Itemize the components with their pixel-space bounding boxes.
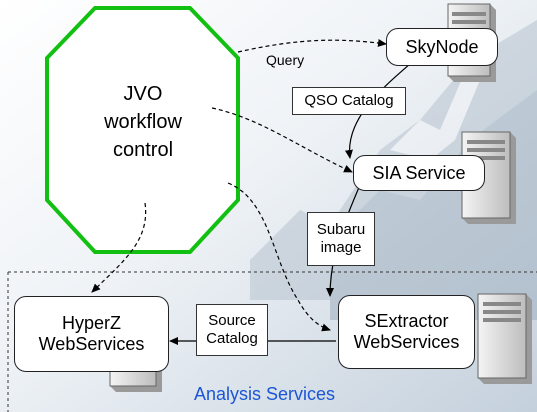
qso-catalog-label: QSO Catalog — [292, 87, 406, 115]
sia-service-node: SIA Service — [353, 155, 485, 191]
query-label: Query — [266, 52, 305, 68]
sextractor-server-icon — [477, 293, 532, 384]
hyperz-webservices-node: HyperZ WebServices — [14, 296, 169, 372]
edge-jvo-to-sia — [211, 107, 353, 173]
sextractor-webservices-node: SExtractor WebServices — [338, 295, 475, 369]
subaru-image-label: Subaru image — [307, 212, 375, 266]
skynode-node: SkyNode — [386, 28, 498, 66]
skynode-label: SkyNode — [405, 36, 479, 57]
sia-service-label: SIA Service — [372, 162, 466, 183]
source-catalog-label: Source Catalog — [196, 304, 268, 356]
edge-jvo-to-hyperz — [91, 202, 147, 293]
analysis-services-label: Analysis Services — [194, 384, 336, 404]
jvo-workflow-control-label: JVO workflow control — [104, 83, 182, 161]
jvo-octagon-shape — [45, 6, 240, 254]
sextractor-label: SExtractor WebServices — [353, 311, 460, 352]
edge-jvo-to-skynode — [237, 38, 387, 53]
analysis-services-group — [7, 271, 537, 412]
hyperz-label: HyperZ WebServices — [38, 313, 145, 354]
edge-jvo-to-sextractor — [227, 182, 331, 332]
